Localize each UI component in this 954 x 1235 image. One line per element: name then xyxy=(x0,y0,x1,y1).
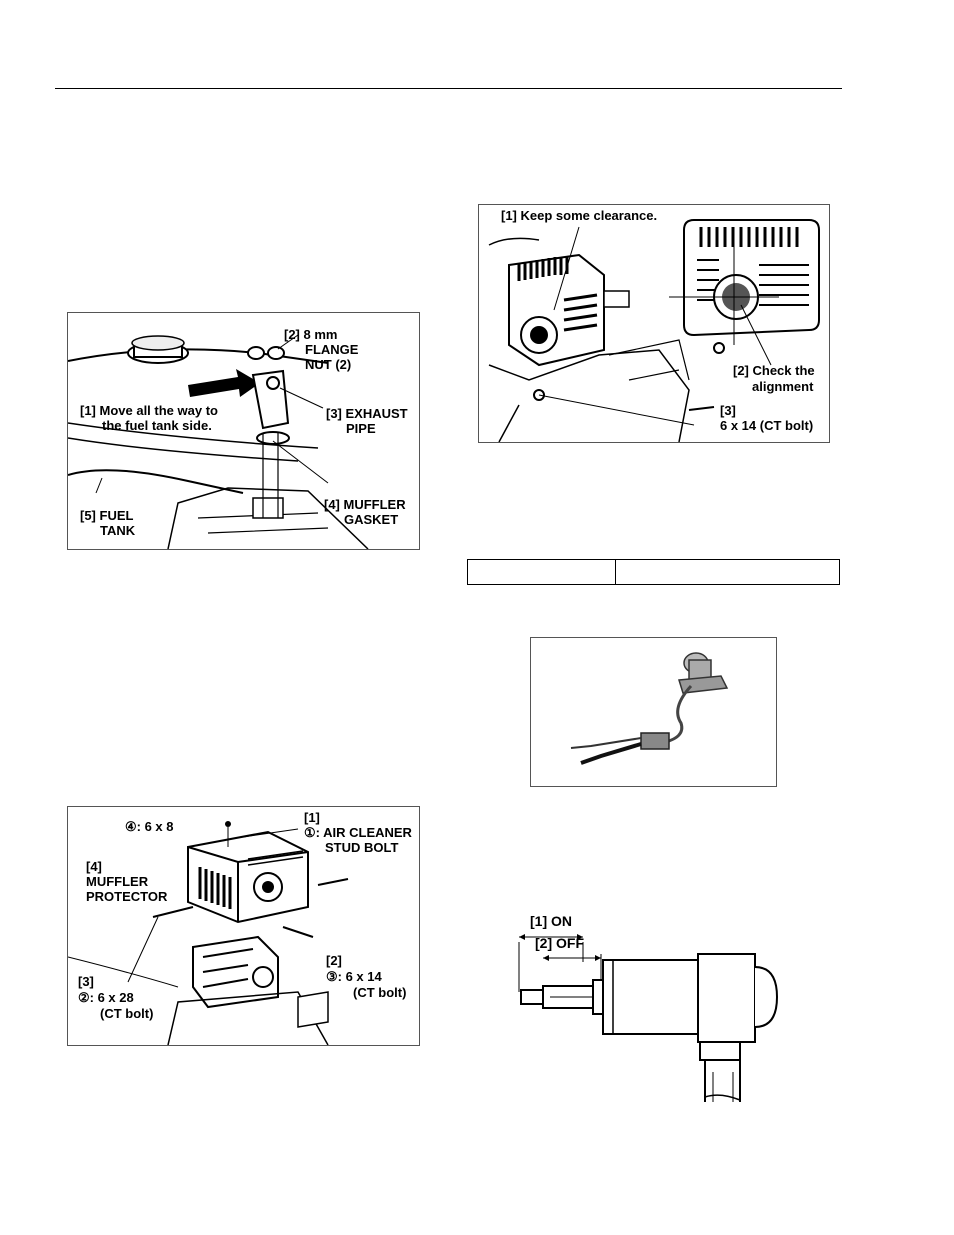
label-muffler-protector: MUFFLER xyxy=(86,874,149,889)
label-flange-nut: [2] 8 mm xyxy=(284,327,338,342)
figure-solenoid-photo xyxy=(530,637,777,787)
label-flange-nut-line2: FLANGE xyxy=(305,342,359,357)
label-air-cleaner-stud-bolt: ①: AIR CLEANER xyxy=(304,825,412,840)
label-move-fuel-tank-line2: the fuel tank side. xyxy=(102,418,212,433)
figure-clearance: [1] Keep some clearance. [2] Check the a… xyxy=(478,204,830,443)
label-move-fuel-tank: [1] Move all the way to xyxy=(80,403,218,418)
spec-table-cell-2 xyxy=(616,560,839,584)
label-air-cleaner-stud-bolt-line2: STUD BOLT xyxy=(325,840,399,855)
spec-table-cell-1 xyxy=(468,560,616,584)
label-bolt-6x14-ct: (CT bolt) xyxy=(353,985,407,1000)
label-bolt-6x28-index: [3] xyxy=(78,974,94,989)
label-bolt-6x14: ③: 6 x 14 xyxy=(326,969,382,984)
label-muffler-gasket: [4] MUFFLER xyxy=(324,497,406,512)
label-muffler-protector-line2: PROTECTOR xyxy=(86,889,168,904)
spec-table xyxy=(467,559,840,585)
label-off: [2] OFF xyxy=(535,935,584,951)
solenoid-photo-illustration xyxy=(570,652,729,765)
clearance-illustration xyxy=(488,219,820,442)
label-ct-bolt-index: [3] xyxy=(720,403,736,418)
label-bolt-6x8: ④: 6 x 8 xyxy=(125,819,174,834)
header-rule xyxy=(55,88,842,89)
figure-exhaust-pipe: [2] 8 mm FLANGE NUT (2) [1] Move all the… xyxy=(67,312,420,550)
label-ct-bolt: 6 x 14 (CT bolt) xyxy=(720,418,814,433)
muffler-protector-illustration xyxy=(68,821,349,1045)
figure-muffler-protector: ④: 6 x 8 [1] ①: AIR CLEANER STUD BOLT [4… xyxy=(67,806,420,1046)
label-exhaust-pipe-line2: PIPE xyxy=(346,421,376,436)
solenoid-plunger-diagram xyxy=(518,934,779,1102)
figure-solenoid-plunger: [1] ON [2] OFF xyxy=(515,912,785,1102)
label-exhaust-pipe: [3] EXHAUST xyxy=(326,406,408,421)
label-on: [1] ON xyxy=(530,913,572,929)
exhaust-pipe-illustration xyxy=(68,334,369,549)
label-keep-clearance: [1] Keep some clearance. xyxy=(501,208,658,223)
label-muffler-gasket-line2: GASKET xyxy=(344,512,399,527)
label-bolt-6x14-index: [2] xyxy=(326,953,342,968)
label-check-alignment-line2: alignment xyxy=(752,379,814,394)
label-muffler-protector-index: [4] xyxy=(86,859,102,874)
label-flange-nut-line3: NUT (2) xyxy=(305,357,352,372)
label-bolt-6x28-ct: (CT bolt) xyxy=(100,1006,154,1021)
label-air-cleaner-index: [1] xyxy=(304,810,320,825)
label-check-alignment: [2] Check the xyxy=(733,363,815,378)
label-fuel-tank-line2: TANK xyxy=(100,523,136,538)
label-bolt-6x28: ②: 6 x 28 xyxy=(78,990,134,1005)
label-fuel-tank: [5] FUEL xyxy=(80,508,134,523)
